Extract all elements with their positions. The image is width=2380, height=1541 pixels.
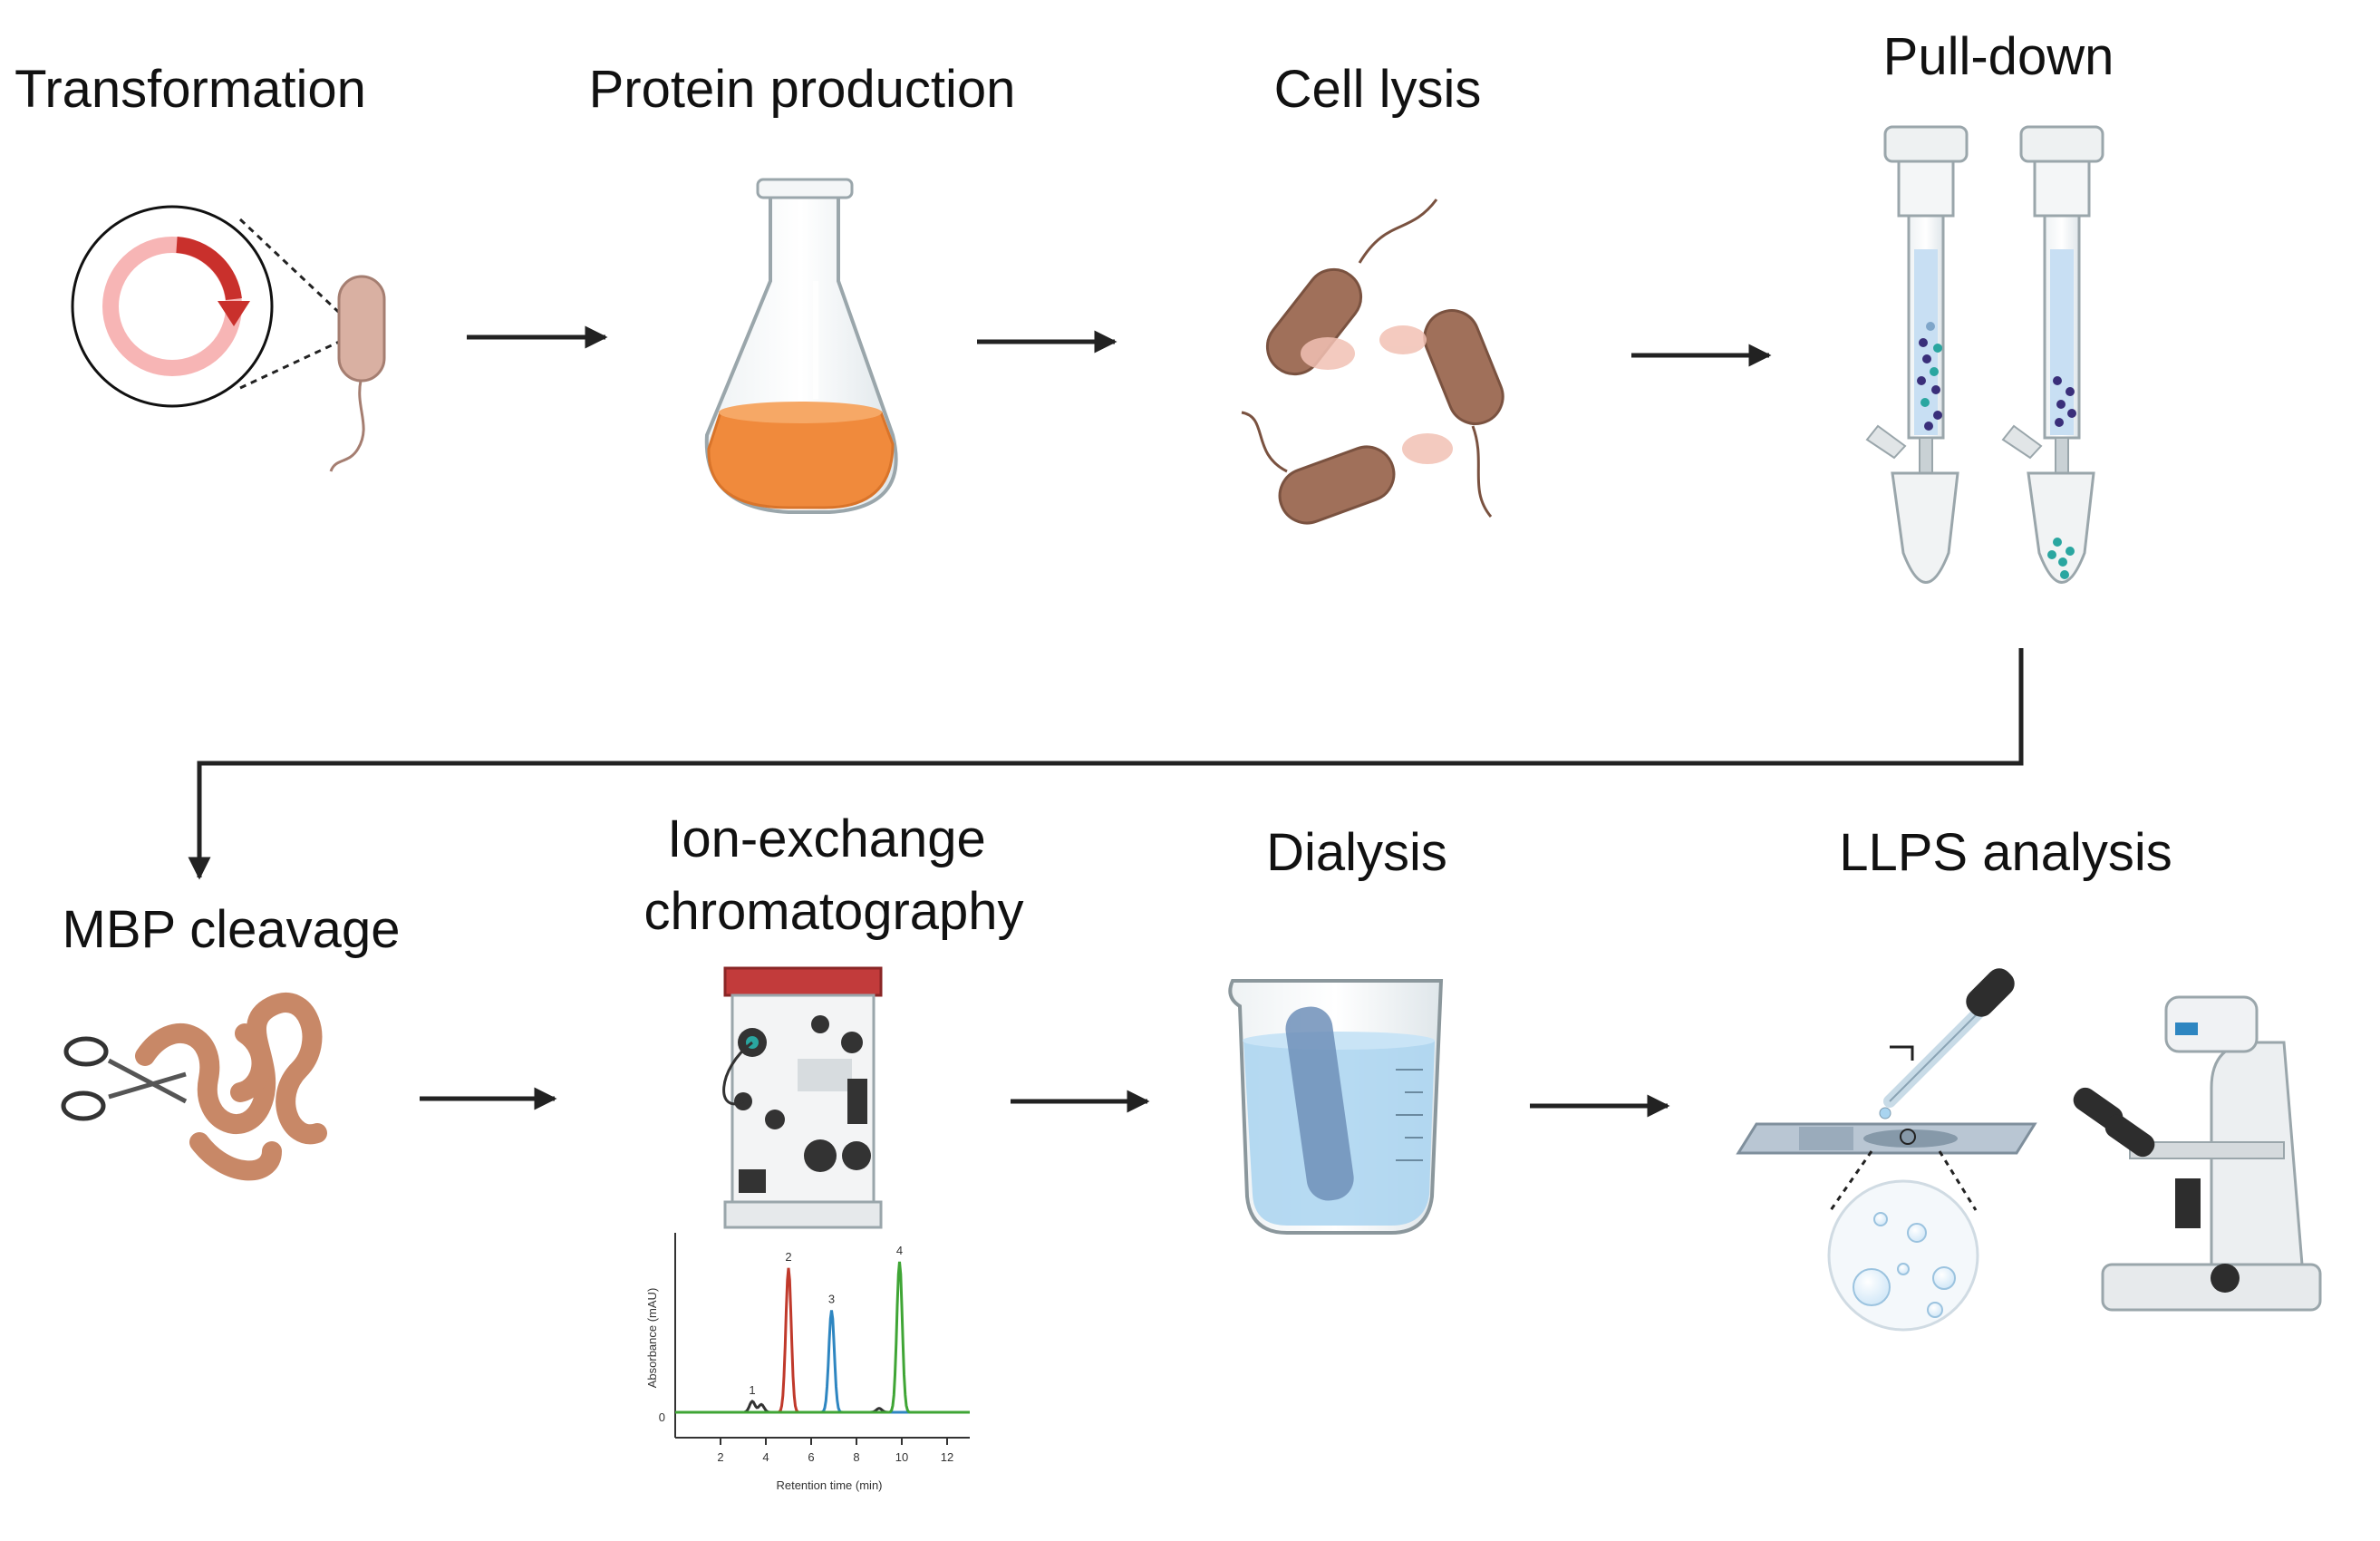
fplc-instrument-icon [722, 966, 883, 1229]
chromatogram-y-zero: 0 [659, 1410, 665, 1424]
chromatogram-peak-label-2: 2 [785, 1250, 791, 1264]
x-tick-label-1: 2 [717, 1450, 723, 1464]
chromatogram-peak-labels: 1 2 3 4 [749, 1244, 903, 1397]
chromatogram-series-2 [675, 1267, 970, 1414]
chromatogram-x-ticks: 2 4 6 8 10 12 [717, 1438, 953, 1464]
label-mbp-cleavage: MBP cleavage [63, 900, 401, 959]
arrow-return [188, 648, 2024, 880]
label-chromatography: chromatography [643, 882, 1023, 941]
label-llps-analysis: LLPS analysis [1839, 823, 2172, 882]
droplet-magnification [1827, 1150, 1979, 1332]
x-tick-label-6: 12 [941, 1450, 953, 1464]
column-1-beads [1917, 322, 1942, 431]
column-2-beads [2053, 376, 2076, 427]
cell-flagella [1241, 199, 1493, 518]
x-tick-label-5: 10 [895, 1450, 908, 1464]
label-protein-production: Protein production [589, 60, 1016, 119]
chromatogram-series-4 [675, 1261, 970, 1414]
chromatogram-series [675, 1261, 970, 1414]
x-tick-label-2: 4 [762, 1450, 769, 1464]
label-cell-lysis: Cell lysis [1274, 60, 1482, 119]
label-transformation: Transformation [15, 60, 366, 119]
microscope-slide-icon [1736, 1122, 2037, 1155]
chromatogram-peak-label-3: 3 [828, 1293, 835, 1306]
affinity-column-1 [1865, 125, 1969, 584]
plasmid-illustration [71, 205, 386, 472]
microscope-icon [2073, 995, 2322, 1312]
chromatogram-chart: 0 Absorbance (mAU) Retention time (min) … [645, 1233, 970, 1492]
lysing-cells-icon [1265, 267, 1504, 525]
bacterium-icon [337, 275, 386, 383]
scissors-icon [61, 1036, 188, 1121]
beaker-icon [1228, 979, 1444, 1235]
x-tick-label-4: 8 [853, 1450, 859, 1464]
chromatogram-peak-label-4: 4 [896, 1244, 903, 1257]
label-dialysis: Dialysis [1266, 823, 1447, 882]
x-tick-label-3: 6 [808, 1450, 814, 1464]
chromatogram-series-3 [675, 1310, 970, 1414]
affinity-column-2 [2001, 125, 2104, 584]
plasmid-gene-arrow [176, 237, 242, 301]
eluate-beads [2047, 538, 2075, 579]
dropper-icon [1879, 968, 2015, 1119]
flow-arrows [188, 325, 2024, 1118]
label-pull-down: Pull-down [1883, 27, 2114, 86]
chromatogram-peak-label-1: 1 [749, 1383, 755, 1397]
lysate-spray [1301, 325, 1453, 464]
label-ion-exchange: Ion-exchange [667, 809, 985, 868]
dialysis-cassette [1285, 1006, 1354, 1201]
flask-icon [704, 178, 898, 514]
magnification-circle [71, 205, 274, 408]
chromatogram-xlabel: Retention time (min) [776, 1478, 882, 1492]
chromatogram-ylabel: Absorbance (mAU) [645, 1288, 659, 1389]
protein-chain-icon [135, 993, 327, 1181]
